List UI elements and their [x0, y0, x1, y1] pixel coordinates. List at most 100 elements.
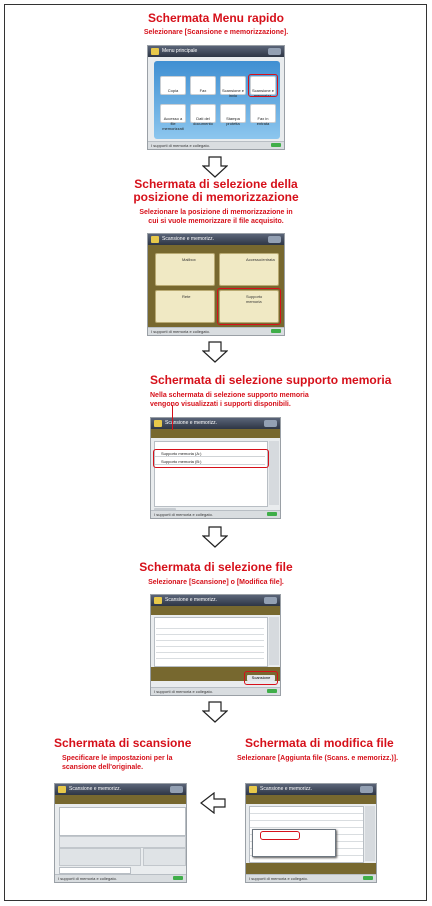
- edit-screen: Scansione e memorizz. I supporti di memo…: [245, 783, 377, 883]
- settings-button[interactable]: [170, 786, 183, 793]
- scan-settings-box: [59, 807, 186, 836]
- screen-status-bar: I supporti di memoria e collegato.: [55, 874, 186, 882]
- folder-icon: [154, 597, 162, 604]
- file-screen: Scansione e memorizz. Scansione I suppor…: [150, 594, 281, 696]
- edit-popup-menu: [252, 829, 336, 857]
- screen-title: Scansione e memorizz.: [162, 236, 214, 242]
- screen-status-bar: I supporti di memoria e collegato.: [151, 687, 280, 695]
- screen-status-bar: I supporti di memoria e collegato.: [246, 874, 376, 882]
- location-instruction-line2: cui si vuole memorizzare il file acquisi…: [148, 218, 284, 225]
- scan-instruction-line2: scansione dell'originale.: [62, 764, 144, 771]
- screen-title-bar: Scansione e memorizz.: [148, 234, 284, 245]
- edit-toolbar: [246, 863, 376, 874]
- status-indicator: [267, 689, 277, 693]
- screen-title: Scansione e memorizz.: [165, 420, 217, 426]
- settings-button[interactable]: [268, 48, 281, 55]
- option-mailbox[interactable]: Mailbox: [155, 253, 215, 286]
- memory-list: [154, 441, 268, 507]
- edit-instruction: Selezionare [Aggiunta file (Scans. e mem…: [237, 755, 399, 762]
- scan-options-row[interactable]: [59, 836, 186, 848]
- screen-title: Menu principale: [162, 48, 198, 54]
- tile-copy[interactable]: Copia: [160, 76, 186, 95]
- callout-line: [172, 405, 173, 430]
- screen-status-bar: I supporti di memoria e collegato.: [148, 141, 284, 149]
- screen-title-bar: Scansione e memorizz.: [151, 595, 280, 606]
- down-arrow-icon: [202, 526, 228, 548]
- location-screen: Scansione e memorizz. Mailbox Accesso/en…: [147, 233, 285, 336]
- tile-access-files[interactable]: Accesso a file memorizzati: [160, 104, 186, 131]
- folder-icon: [151, 236, 159, 243]
- folder-icon: [154, 420, 162, 427]
- scrollbar[interactable]: [269, 617, 279, 665]
- edit-heading: Schermata di modifica file: [245, 736, 394, 750]
- tile-document-data[interactable]: Dati del documento: [190, 104, 216, 126]
- status-indicator: [271, 329, 281, 333]
- status-indicator: [271, 143, 281, 147]
- scrollbar[interactable]: [269, 441, 279, 505]
- down-arrow-icon: [202, 156, 228, 178]
- location-heading-line1: Schermata di selezione della: [134, 177, 298, 191]
- screen-title-bar: Menu principale: [148, 46, 284, 57]
- screen-status-bar: I supporti di memoria e collegato.: [151, 510, 280, 518]
- tile-scan-store[interactable]: Scansione e memorizz.: [250, 76, 276, 98]
- screen-title: Scansione e memorizz.: [165, 597, 217, 603]
- tile-fax-inbox[interactable]: Fax in entrata: [250, 104, 276, 126]
- status-indicator: [267, 512, 277, 516]
- memory-instruction-line2: vengono visualizzati i supporti disponib…: [150, 401, 291, 408]
- figure-frame: [4, 4, 427, 901]
- folder-icon: [249, 786, 257, 793]
- scan-subheader: [55, 795, 186, 804]
- highlight-scan-store: [248, 74, 278, 97]
- edit-subheader: [246, 795, 376, 804]
- quick-menu-screen: Menu principale Copia Fax Scansione e in…: [147, 45, 285, 150]
- file-heading: Schermata di selezione file: [139, 560, 293, 574]
- screen-title-bar: Scansione e memorizz.: [151, 418, 280, 429]
- file-instruction: Selezionare [Scansione] o [Modifica file…: [148, 579, 284, 586]
- screen-title-bar: Scansione e memorizz.: [55, 784, 186, 795]
- highlight-scan-button: [244, 671, 278, 685]
- memory-instruction-line1: Nella schermata di selezione supporto me…: [150, 392, 309, 399]
- screen-title: Scansione e memorizz.: [260, 786, 312, 792]
- option-network[interactable]: Rete: [155, 290, 215, 323]
- menu-icon: [151, 48, 159, 55]
- settings-button[interactable]: [268, 236, 281, 243]
- screen-title: Scansione e memorizz.: [69, 786, 121, 792]
- highlight-add-file: [260, 831, 300, 840]
- scan-options-grid[interactable]: [59, 848, 141, 866]
- list-item[interactable]: Supporto memoria (B:): [155, 459, 265, 465]
- highlight-memory-list: [153, 449, 269, 468]
- down-arrow-icon: [202, 341, 228, 363]
- file-subheader: [151, 606, 280, 615]
- quick-menu-heading: Schermata Menu rapido: [147, 11, 285, 25]
- scan-instruction-line1: Specificare le impostazioni per la: [62, 755, 173, 762]
- scan-screen: Scansione e memorizz. I supporti di memo…: [54, 783, 187, 883]
- location-heading-line2: posizione di memorizzazione: [133, 190, 299, 204]
- scan-heading: Schermata di scansione: [54, 736, 192, 750]
- memory-screen: Scansione e memorizz. Supporto memoria (…: [150, 417, 281, 519]
- down-arrow-icon: [202, 701, 228, 723]
- scan-button[interactable]: Scansione: [247, 675, 275, 681]
- file-rows: [156, 623, 264, 663]
- scan-options-side[interactable]: [143, 848, 186, 866]
- tile-fax[interactable]: Fax: [190, 76, 216, 95]
- status-indicator: [363, 876, 373, 880]
- settings-button[interactable]: [264, 420, 277, 427]
- settings-button[interactable]: [264, 597, 277, 604]
- tile-secure-print[interactable]: Stampa protetta: [220, 104, 246, 126]
- tile-scan-send[interactable]: Scansione e invio: [220, 76, 246, 98]
- option-advanced-box[interactable]: Accesso/entrata: [219, 253, 279, 286]
- left-arrow-icon: [200, 792, 226, 814]
- status-indicator: [173, 876, 183, 880]
- location-instruction-line1: Selezionare la posizione di memorizzazio…: [139, 209, 293, 216]
- file-name-field[interactable]: [59, 867, 131, 874]
- list-item[interactable]: Supporto memoria (A:): [155, 451, 265, 457]
- option-memory-media[interactable]: Supporto memoria: [219, 290, 279, 323]
- settings-button[interactable]: [360, 786, 373, 793]
- screen-status-bar: I supporti di memoria e collegato.: [148, 327, 284, 335]
- memory-subheader: [151, 429, 280, 438]
- scrollbar[interactable]: [365, 806, 375, 861]
- highlight-memory-media: [217, 288, 281, 325]
- screen-title-bar: Scansione e memorizz.: [246, 784, 376, 795]
- memory-heading: Schermata di selezione supporto memoria: [150, 373, 392, 387]
- quick-menu-instruction: Selezionare [Scansione e memorizzazione]…: [143, 29, 289, 36]
